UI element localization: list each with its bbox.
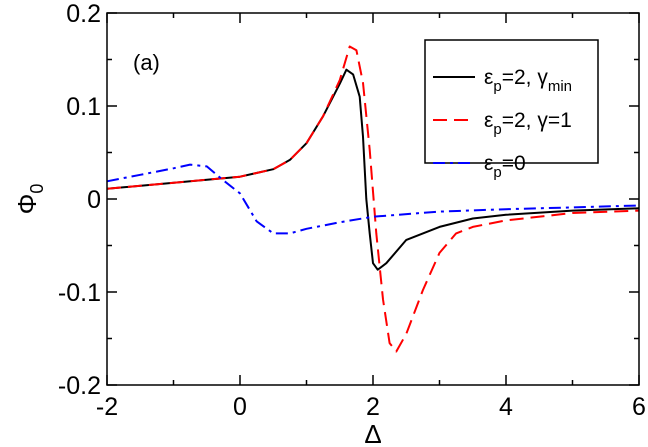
legend-label-2: εp=0 (484, 152, 526, 181)
legend-text-part: min (548, 78, 572, 95)
panel-annotation: (a) (133, 50, 160, 75)
legend-text-part: =2, γ (502, 66, 549, 89)
legend-label-1: εp=2, γ=1 (484, 109, 572, 138)
x-tick-label: 2 (366, 393, 380, 421)
series-line-2 (106, 163, 640, 235)
legend-text-part: p (493, 121, 501, 138)
legend-text-part: p (493, 78, 501, 95)
legend-text-part: ε (484, 66, 493, 89)
y-tick-label: -0.1 (58, 279, 101, 307)
x-tick-label: -2 (96, 393, 118, 421)
legend-text-part: =2, γ=1 (502, 109, 572, 132)
x-tick-label: 4 (499, 393, 513, 421)
x-axis-label: Δ (364, 419, 381, 447)
y-tick-label: 0 (87, 186, 101, 214)
legend-text-part: ε (484, 152, 493, 175)
y-axis-label: Φ0 (12, 184, 47, 215)
legend-text-part: p (493, 164, 501, 181)
y-tick-label: 0.1 (66, 93, 101, 121)
x-tick-label: 0 (233, 393, 247, 421)
series-line-1 (106, 45, 640, 353)
y-axis-label-sub: 0 (27, 184, 47, 194)
ticks: -2 0 2 4 6 -0.2 -0.1 0 0.1 0.2 (58, 0, 646, 421)
legend-label-0: εp=2, γmin (484, 66, 572, 95)
legend-text-part: =0 (502, 152, 526, 175)
legend-box (424, 39, 599, 164)
legend-text-part: ε (484, 109, 493, 132)
x-tick-label: 6 (632, 393, 646, 421)
y-tick-label: 0.2 (66, 0, 101, 28)
y-tick-label: -0.2 (58, 372, 101, 400)
series-layer (106, 45, 640, 353)
